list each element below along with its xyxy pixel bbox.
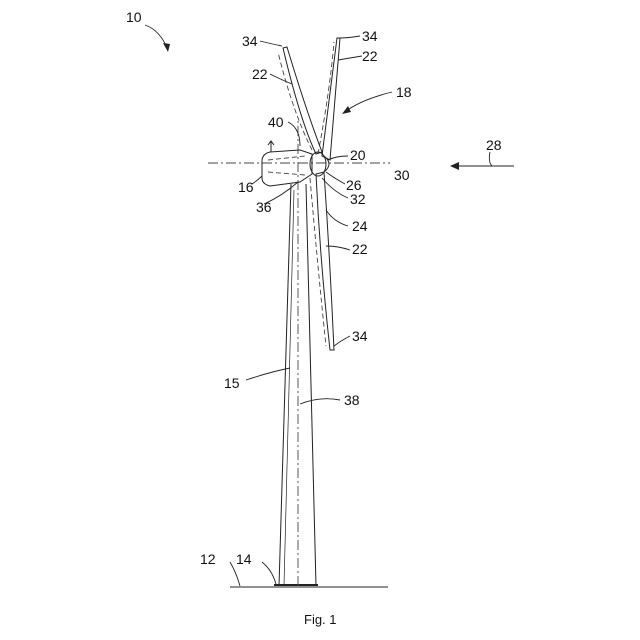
ref-34-left-label: 34 (242, 33, 258, 49)
ref-40-label: 40 (268, 114, 284, 130)
ref-36-label: 36 (256, 199, 272, 215)
ref-24-label: 24 (352, 218, 368, 234)
blade-lower (316, 172, 334, 350)
figure-caption: Fig. 1 (304, 612, 337, 627)
ref-18-label: 18 (396, 84, 412, 100)
blade-left (283, 47, 322, 154)
ref-22-left-label: 22 (252, 66, 268, 82)
ref-22-top-label: 22 (362, 48, 378, 64)
ref-28-label: 28 (486, 137, 502, 153)
nacelle (262, 141, 312, 186)
ref-34-lower-label: 34 (352, 328, 368, 344)
ref-20-label: 20 (350, 147, 366, 163)
tower (279, 184, 316, 586)
ref-30-label: 30 (394, 167, 410, 183)
ref-15-label: 15 (224, 375, 240, 391)
ref-22-lower-label: 22 (352, 241, 368, 257)
ref-32-label: 32 (350, 191, 366, 207)
ref-38-label: 38 (344, 392, 360, 408)
blade-upper (322, 38, 340, 160)
ref-34-top-label: 34 (362, 28, 378, 44)
ref-16-label: 16 (238, 179, 254, 195)
ref-12-label: 12 (200, 551, 216, 567)
leader-lines (145, 25, 514, 586)
ref-14-label: 14 (236, 551, 252, 567)
ref-10-label: 10 (126, 9, 142, 25)
